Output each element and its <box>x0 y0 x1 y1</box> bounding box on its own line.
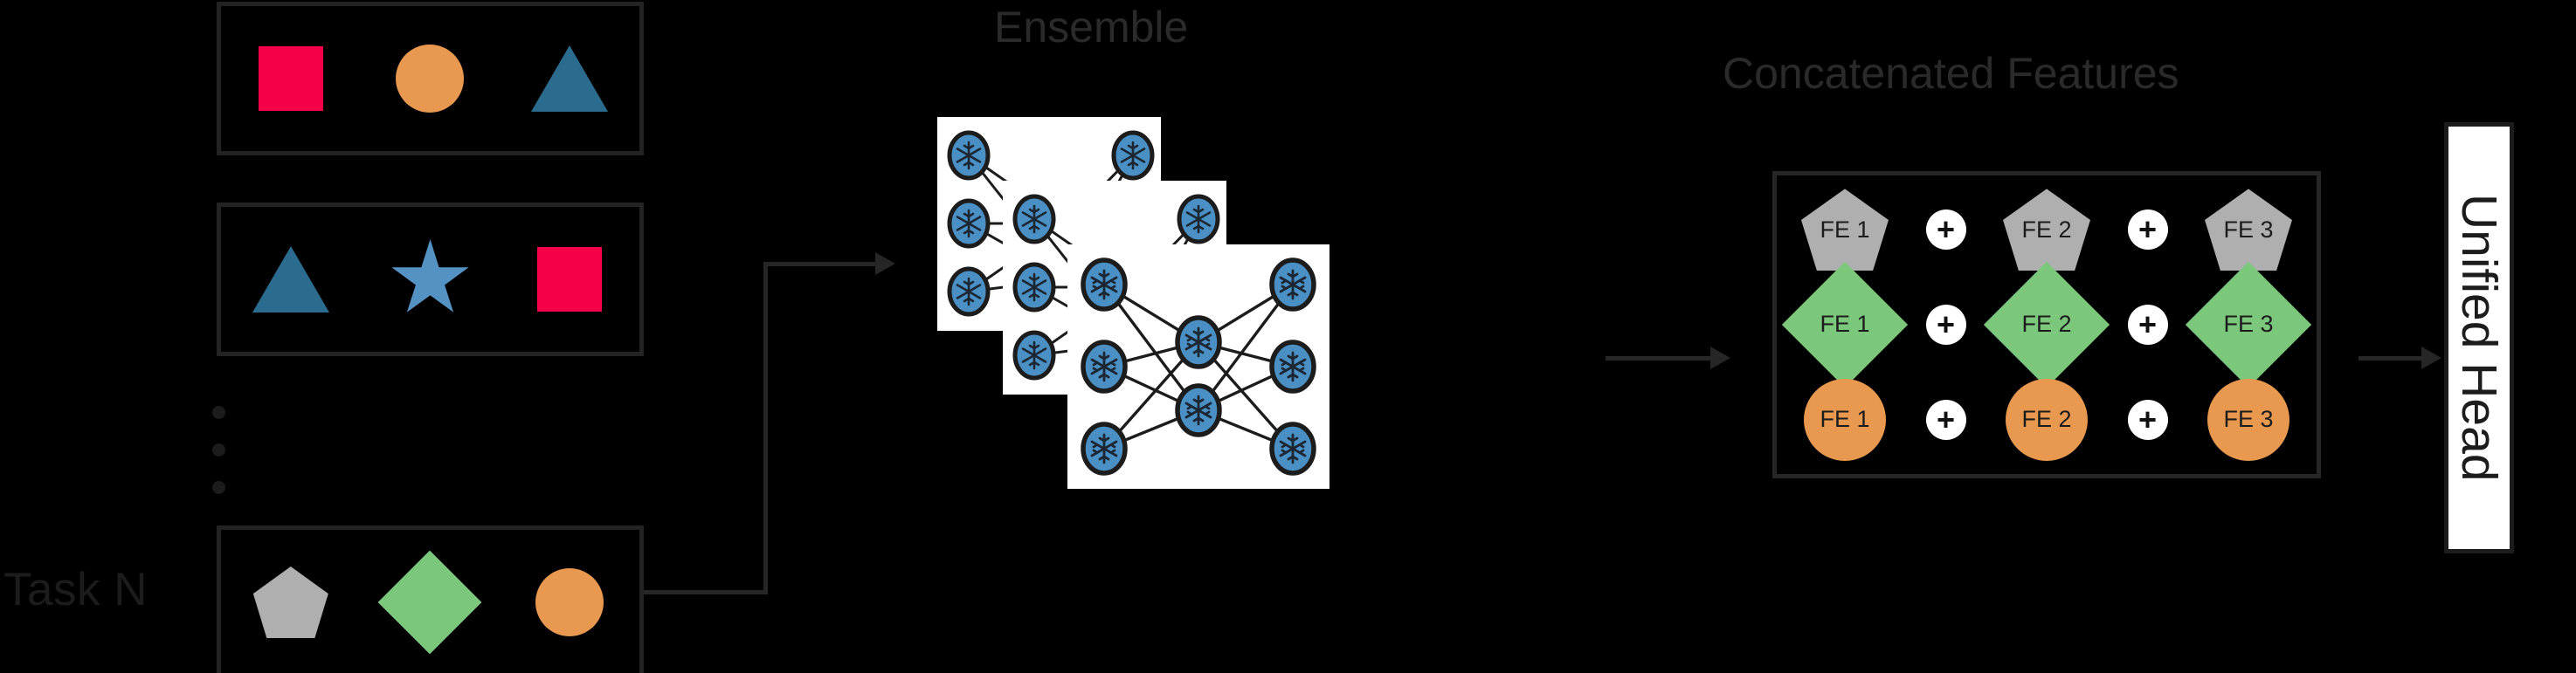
snowflake-icon <box>956 141 1146 306</box>
task-n-shape-3 <box>517 550 622 655</box>
square-shape <box>537 247 603 312</box>
circle-shape <box>535 568 604 636</box>
task-2-shape-3 <box>517 227 622 332</box>
fe-row-diamond: FE 1 + FE 2 + FE 3 <box>1781 261 2312 388</box>
ensemble-title: Ensemble <box>994 3 1189 52</box>
plus-icon: + <box>2127 304 2168 345</box>
diamond-shape <box>378 550 482 655</box>
unified-head-label: Unified Head <box>2451 194 2507 482</box>
snowflake-icon <box>1021 204 1212 370</box>
task-1-shape-3 <box>517 26 622 131</box>
concatenated-features-box: FE 1 + FE 2 + FE 3 FE 1 + FE 2 + <box>1772 171 2321 478</box>
snowflake-icon <box>1090 269 1307 464</box>
task-n-shape-1 <box>238 550 343 655</box>
fe-label: FE 1 <box>1820 216 1870 243</box>
ensemble-card-3 <box>1067 244 1329 489</box>
circle-shape <box>2006 378 2088 461</box>
fe-label: FE 2 <box>2021 216 2072 243</box>
plus-icon: + <box>2127 399 2168 440</box>
ensemble-network-3 <box>1081 258 1316 476</box>
fe-diamond-1: FE 1 <box>1781 261 1909 388</box>
fe-diamond-3: FE 3 <box>2185 261 2312 388</box>
plus-icon: + <box>1925 209 1966 251</box>
network-nodes <box>1081 258 1316 476</box>
task-2-shape-1 <box>238 227 343 332</box>
fe-label: FE 3 <box>2223 311 2274 338</box>
ellipsis-dot-1 <box>212 406 225 419</box>
task-box-3 <box>217 525 644 673</box>
circle-shape <box>2207 378 2289 461</box>
ellipsis-dot-3 <box>212 481 225 494</box>
task-2-shape-2 <box>377 227 482 332</box>
task-n-label: Task N <box>3 564 148 615</box>
circle-shape <box>396 45 465 113</box>
unified-head-box: Unified Head <box>2444 122 2514 553</box>
task-1-shape-1 <box>238 26 343 131</box>
fe-diamond-2: FE 2 <box>1983 261 2110 388</box>
fe-label: FE 3 <box>2223 406 2274 433</box>
task-1-shape-2 <box>377 26 482 131</box>
fe-pentagon-2: FE 2 <box>1998 188 2096 271</box>
fe-label: FE 2 <box>2021 311 2072 338</box>
fe-label: FE 1 <box>1820 311 1870 338</box>
triangle-shape <box>531 45 609 112</box>
plus-icon: + <box>1925 304 1966 345</box>
fe-label: FE 2 <box>2021 406 2072 433</box>
fe-label: FE 3 <box>2223 216 2274 243</box>
arrow-tasks-to-ensemble-head <box>875 252 895 275</box>
triangle-shape <box>252 246 329 312</box>
task-n-shape-2 <box>377 550 482 655</box>
arrow-tasks-to-ensemble-line <box>763 262 879 266</box>
square-shape <box>258 46 323 111</box>
fe-circle-1: FE 1 <box>1796 378 1894 462</box>
star-shape <box>391 239 469 312</box>
arrow-concat-to-head-head <box>2421 347 2441 369</box>
arrow-concat-to-head-line <box>2358 356 2427 361</box>
task-box-2 <box>217 203 644 356</box>
fe-pentagon-3: FE 3 <box>2200 188 2297 271</box>
plus-icon: + <box>2127 209 2168 251</box>
task-box-1 <box>217 2 644 155</box>
connector-v-riser <box>763 262 768 594</box>
fe-circle-2: FE 2 <box>1998 378 2096 462</box>
plus-icon: + <box>1925 399 1966 440</box>
ellipsis-dot-2 <box>212 443 225 457</box>
fe-row-circle: FE 1 + FE 2 + FE 3 <box>1796 378 2297 462</box>
fe-row-pentagon: FE 1 + FE 2 + FE 3 <box>1796 188 2297 271</box>
fe-circle-3: FE 3 <box>2200 378 2297 462</box>
pentagon-shape <box>252 567 328 638</box>
arrow-ensemble-to-concat-head <box>1710 347 1730 369</box>
connector-h-from-task <box>644 590 768 594</box>
arrow-ensemble-to-concat-line <box>1606 356 1714 361</box>
fe-label: FE 1 <box>1820 406 1870 433</box>
fe-pentagon-1: FE 1 <box>1796 188 1894 271</box>
concatenated-features-title: Concatenated Features <box>1723 49 2179 98</box>
circle-shape <box>1804 378 1886 461</box>
